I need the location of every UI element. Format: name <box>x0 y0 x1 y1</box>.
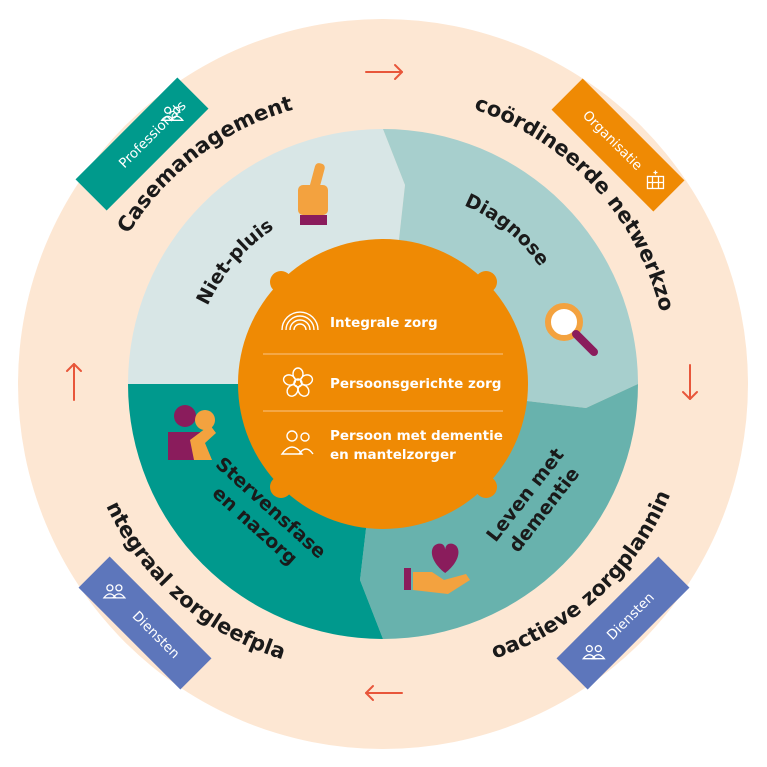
center-label-integrale-zorg: Integrale zorg <box>330 315 438 331</box>
magnifier-icon <box>545 303 598 356</box>
flower-icon <box>282 367 314 397</box>
arrow-up-icon <box>66 363 82 401</box>
people-icon <box>160 106 184 121</box>
people-icon <box>102 584 127 599</box>
building-icon <box>646 170 665 190</box>
center-item-persoonsgerichte-zorg: Persoonsgerichte zorg <box>282 367 501 397</box>
center-item-integrale-zorg: Integrale zorg <box>281 311 438 331</box>
center-label-persoon-line2: en mantelzorger <box>330 447 456 463</box>
pointing-finger-icon <box>298 163 328 225</box>
people-icon <box>582 645 606 660</box>
center-label-persoon-line1: Persoon met dementie <box>330 428 503 444</box>
people-icon <box>280 430 314 455</box>
rainbow-icon <box>281 311 319 331</box>
arrow-left-icon <box>365 685 403 701</box>
embrace-icon <box>168 405 216 460</box>
heart-hand-icon <box>404 543 470 594</box>
arrow-down-icon <box>682 364 698 400</box>
arrow-right-icon <box>365 64 403 80</box>
center-label-persoonsgerichte-zorg: Persoonsgerichte zorg <box>330 376 501 392</box>
center-item-persoon-met-dementie: Persoon met dementie en mantelzorger <box>280 428 503 463</box>
center-circle <box>238 239 528 529</box>
